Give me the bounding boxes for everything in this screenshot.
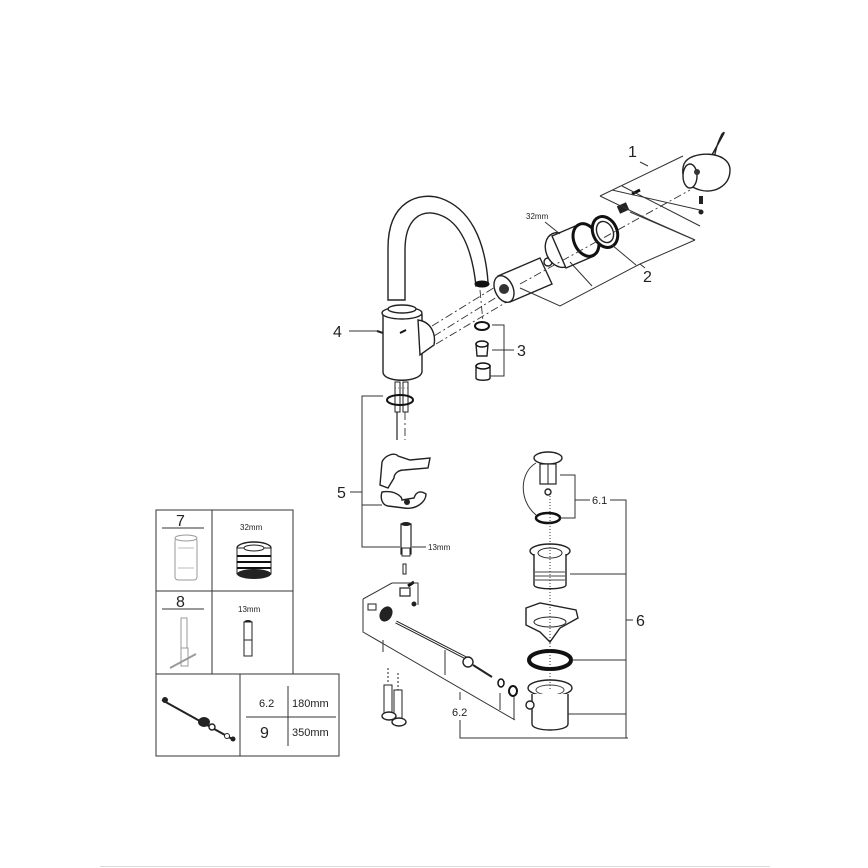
cap-ring bbox=[590, 215, 620, 249]
legend-size-13mm: 13mm bbox=[238, 605, 261, 614]
callout-bracket-5 bbox=[361, 395, 400, 548]
dim-label-13mm: 13mm bbox=[428, 543, 451, 552]
footer-divider bbox=[100, 866, 770, 867]
callout-bracket-6-1 bbox=[560, 474, 576, 519]
cartridge-puller-icon bbox=[174, 534, 198, 581]
dim-leader-32mm bbox=[544, 221, 561, 235]
faucet-body bbox=[376, 195, 490, 440]
legend-size-32mm: 32mm bbox=[240, 523, 263, 532]
linkage-rod bbox=[367, 580, 518, 727]
callout-6-1: 6.1 bbox=[592, 495, 607, 507]
callout-2: 2 bbox=[643, 269, 652, 286]
callout-6-2: 6.2 bbox=[452, 707, 467, 719]
callout-6: 6 bbox=[636, 613, 645, 630]
aerator-set bbox=[474, 321, 491, 381]
callout-4: 4 bbox=[333, 324, 342, 341]
t-wrench-icon bbox=[169, 617, 197, 669]
callout-5: 5 bbox=[337, 485, 346, 502]
mounting-set bbox=[379, 453, 431, 575]
lever-handle bbox=[682, 131, 731, 215]
legend-num-8: 8 bbox=[176, 594, 185, 611]
dim-label-32mm: 32mm bbox=[526, 212, 549, 221]
callout-bracket-2 bbox=[519, 263, 641, 307]
pop-up-waste bbox=[522, 451, 579, 731]
tools-legend-table bbox=[155, 509, 340, 757]
nut-32mm-icon bbox=[236, 541, 272, 579]
callout-bracket-6-2 bbox=[362, 599, 516, 721]
stud-13mm-icon bbox=[243, 620, 253, 657]
rod-num-9: 9 bbox=[260, 725, 269, 742]
rod-num-6-2: 6.2 bbox=[259, 698, 274, 710]
callout-bracket-6 bbox=[610, 499, 627, 738]
callout-1: 1 bbox=[628, 144, 637, 161]
rod-linkage-icon bbox=[161, 697, 236, 742]
rod-length-180mm: 180mm bbox=[292, 698, 329, 710]
callout-3: 3 bbox=[517, 343, 526, 360]
cartridge bbox=[493, 257, 553, 304]
rod-length-350mm: 350mm bbox=[292, 727, 329, 739]
legend-num-7: 7 bbox=[176, 513, 185, 530]
callout-bracket-1 bbox=[599, 155, 684, 197]
